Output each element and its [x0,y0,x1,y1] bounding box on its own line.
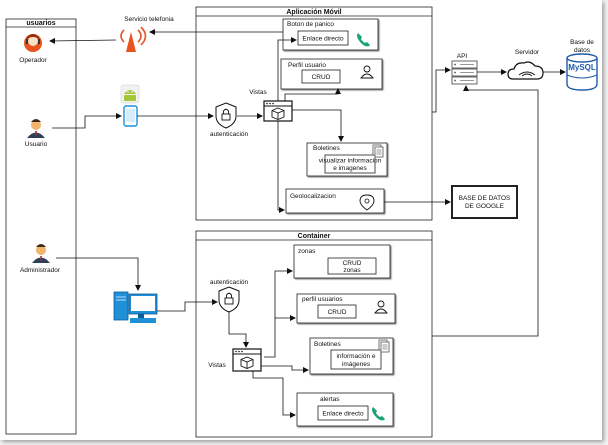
computer-icon [113,291,158,323]
users-lane-title: usuarios [26,20,55,27]
shield-lock-icon [218,286,240,313]
zonas-box: zonas CRUD zonas [293,244,391,279]
mobile-boletines-title: Boletines [313,145,340,152]
database-icon: MySQL [566,53,598,91]
usuario-label: Usuario [25,141,48,148]
diagram-canvas: usuarios Aplicación Móvil Container Oper… [0,0,602,440]
view-cube-icon [232,348,262,372]
document-icon [372,144,384,158]
usuario-actor: Usuario [25,119,48,148]
google-db-line2: DE GOOGLE [465,203,505,210]
zonas-inner-2: zonas [343,267,361,274]
location-pin-icon [359,194,375,211]
boton-panico-box: Boton de panico Enlace directo [282,18,379,51]
geo-title: Geolocalizacion [290,193,336,200]
cloud-icon [507,61,544,80]
connectors [49,29,566,418]
android-icon [120,84,140,104]
api-label: API [457,53,468,60]
vistas-bottom-label: Vistas [208,362,226,369]
zonas-inner-1: CRUD [343,260,362,267]
autenticacion-top-label: autenticación [210,131,249,138]
administrador-icon [32,244,50,263]
operador-icon [24,34,42,52]
boletines-box: Boletines visualizar informacion e image… [306,142,388,177]
mobile-perfil-title: Perfil usuario [288,62,326,69]
zonas-title: zonas [298,248,316,255]
document-icon [378,339,390,353]
users-lane: usuarios [5,18,77,435]
google-db-line1: BASE DE DATOS [459,195,511,202]
mobile-perfil-inner: CRUD [312,74,331,81]
smartphone-icon [123,105,138,127]
container-perfil-box: perfil usuarios CRUD [296,293,396,324]
container-boletines-inner-2: imágenes [342,361,371,368]
operador-label: Operador [19,57,47,64]
server-icon [451,60,478,85]
alertas-title: alertas [320,396,340,403]
mobile-lane-title: Aplicación Móvil [286,9,341,16]
container-perfil-inner: CRUD [328,309,347,316]
geolocalizacion-box: Geolocalizacion [285,188,385,214]
shield-lock-icon [215,102,237,129]
vistas-top-label: Vistas [249,89,267,96]
container-lane-title: Container [298,233,331,240]
operador-actor: Operador [19,34,48,64]
phone-icon [357,33,370,47]
alertas-box: alertas Enlace directo [296,392,394,427]
user-profile-icon [374,300,388,314]
base-datos-label-2: datos [574,47,591,54]
container-boletines-inner-1: información e [336,353,375,360]
antenna-icon [120,26,147,52]
base-datos-label-1: Base de [570,39,594,46]
phone-icon [372,407,385,421]
administrador-actor: Administrador [20,244,61,274]
panico-title: Boton de panico [287,21,334,28]
mobile-boletines-inner-2: e imagenes [333,165,367,172]
administrador-label: Administrador [20,267,61,274]
alertas-inner: Enlace directo [322,411,364,418]
autenticacion-bottom-label: autenticación [210,279,249,286]
container-perfil-title: perfil usuarios [302,296,343,303]
google-db-box: BASE DE DATOS DE GOOGLE [451,185,518,219]
servicio-telefonia-label: Servicio telefonia [124,16,174,23]
mysql-label: MySQL [568,63,596,72]
usuario-icon [27,119,45,138]
architecture-diagram: usuarios Aplicación Móvil Container Oper… [5,6,598,438]
user-profile-icon [360,65,374,79]
servidor-label: Servidor [515,49,540,56]
mobile-boletines-inner-1: visualizar informacion [319,158,382,165]
panico-inner: Enlace directo [302,36,344,43]
container-boletines-title: Boletines [314,341,341,348]
container-boletines-box: Boletines información e imágenes [309,337,394,375]
view-cube-icon [263,100,293,122]
perfil-usuario-box: Perfil usuario CRUD [280,58,383,90]
